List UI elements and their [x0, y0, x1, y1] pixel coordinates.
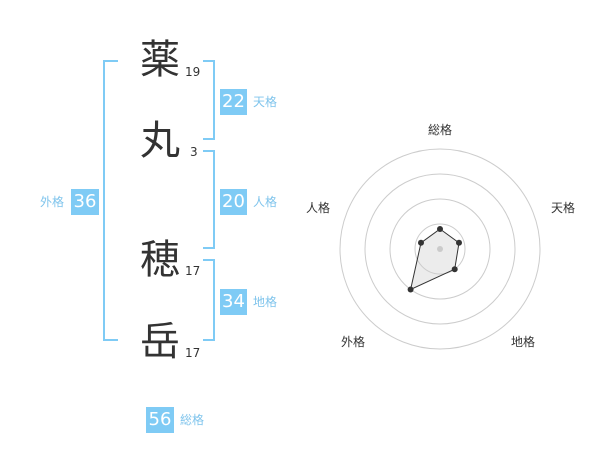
radar-point-5 — [418, 239, 424, 246]
chikaku-label: 地格 — [253, 295, 278, 309]
radar-point-1 — [437, 226, 443, 232]
radar-axis-label-4: 外格 — [341, 335, 366, 349]
name-char-1: 薬 — [140, 37, 180, 83]
soukaku-label: 総格 — [180, 413, 205, 427]
outer-bracket — [103, 60, 118, 341]
name-char-4: 岳 — [140, 319, 180, 365]
stroke-count-3: 17 — [185, 264, 201, 278]
radar-point-4 — [407, 286, 414, 293]
stroke-count-2: 3 — [190, 145, 198, 159]
gaikaku-value: 36 — [71, 189, 99, 215]
tenkaku-value: 22 — [220, 89, 247, 115]
tenkaku-bracket — [203, 60, 215, 140]
jinkaku-label: 人格 — [253, 195, 278, 209]
name-char-2: 丸 — [140, 118, 180, 164]
chikaku-bracket — [203, 259, 215, 341]
radar-axis-label-1: 総格 — [428, 123, 453, 137]
radar-point-2 — [456, 239, 462, 246]
radar-axis-label-5: 人格 — [306, 201, 331, 215]
radar-center-dot — [437, 246, 443, 252]
radar-axis-label-3: 地格 — [511, 335, 536, 349]
tenkaku-label: 天格 — [253, 95, 278, 109]
radar-point-3 — [451, 266, 458, 273]
stroke-count-4: 17 — [185, 346, 201, 360]
radar-ring-3 — [364, 173, 516, 325]
jinkaku-value: 20 — [220, 189, 247, 215]
gaikaku-label: 外格 — [40, 195, 65, 209]
jinkaku-bracket — [203, 150, 215, 249]
radar-axis-label-2: 天格 — [551, 201, 576, 215]
radar-ring-4 — [339, 148, 541, 350]
radar-ring-1 — [414, 223, 466, 275]
chikaku-value: 34 — [220, 289, 247, 315]
radar-ring-2 — [389, 198, 491, 300]
name-char-3: 穂 — [140, 237, 180, 283]
stroke-count-1: 19 — [185, 65, 201, 79]
soukaku-value: 56 — [146, 407, 174, 433]
